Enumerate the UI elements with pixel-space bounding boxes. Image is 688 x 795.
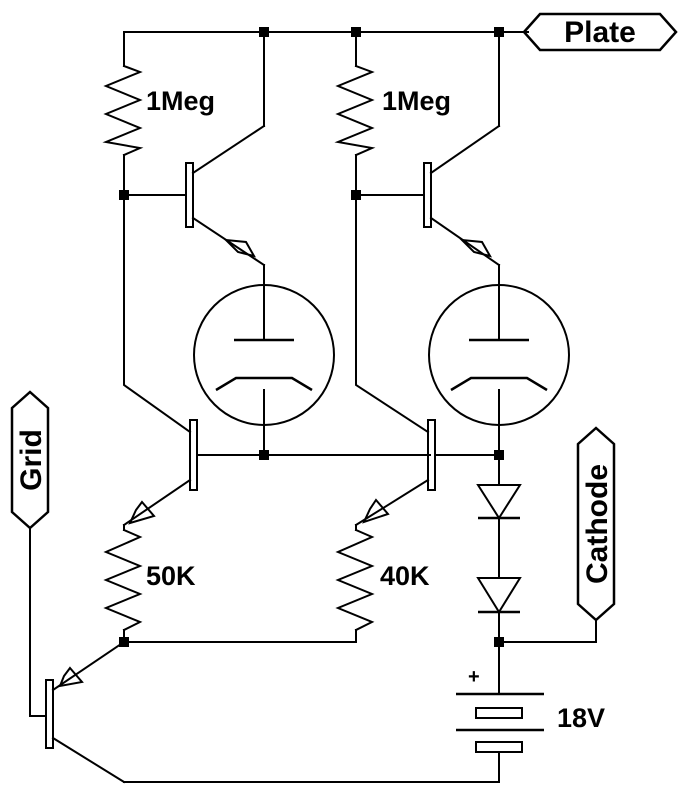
cathode-port-label: Cathode: [581, 464, 614, 584]
vacuum-tube-left: [193, 264, 335, 456]
junction-dot: [494, 450, 504, 460]
resistor-1meg-left: [102, 31, 144, 196]
battery-polarity-label: +: [468, 666, 480, 688]
junction-dot: [259, 450, 269, 460]
vacuum-tube-right: [428, 264, 570, 456]
plate-port-label: Plate: [564, 16, 636, 49]
diode-lower: [476, 577, 522, 643]
resistor-1meg-right-label: 1Meg: [382, 86, 451, 116]
battery-voltage-label: 18V: [557, 703, 605, 733]
battery-18v: [456, 641, 544, 783]
diode-upper: [476, 454, 522, 579]
mosfet-left-top: [123, 31, 266, 267]
grid-port-label: Grid: [15, 429, 48, 491]
resistor-50k: [103, 524, 143, 643]
resistor-1meg-right: [334, 31, 376, 196]
mosfet-left-bottom: [122, 419, 431, 527]
junction-dot: [494, 27, 504, 37]
grid-port: Grid: [10, 390, 50, 717]
mosfet-right-top: [355, 31, 501, 267]
junction-dot: [351, 190, 361, 200]
junction-dot: [351, 27, 361, 37]
resistor-40k-label: 40K: [380, 561, 430, 591]
cathode-port: Cathode: [498, 426, 616, 643]
junction-dot: [119, 190, 129, 200]
wire-right-gate: [355, 194, 430, 434]
plate-port: Plate: [522, 12, 678, 52]
mosfet-grid: [45, 640, 500, 784]
resistor-1meg-left-label: 1Meg: [146, 86, 215, 116]
resistor-40k: [335, 524, 375, 643]
mosfet-right-bottom: [354, 419, 500, 527]
junction-dot: [494, 637, 504, 647]
wire-left-gate: [123, 194, 192, 434]
junction-dot: [259, 27, 269, 37]
resistor-50k-label: 50K: [146, 561, 196, 591]
junction-dots: [119, 27, 504, 647]
junction-dot: [119, 637, 129, 647]
